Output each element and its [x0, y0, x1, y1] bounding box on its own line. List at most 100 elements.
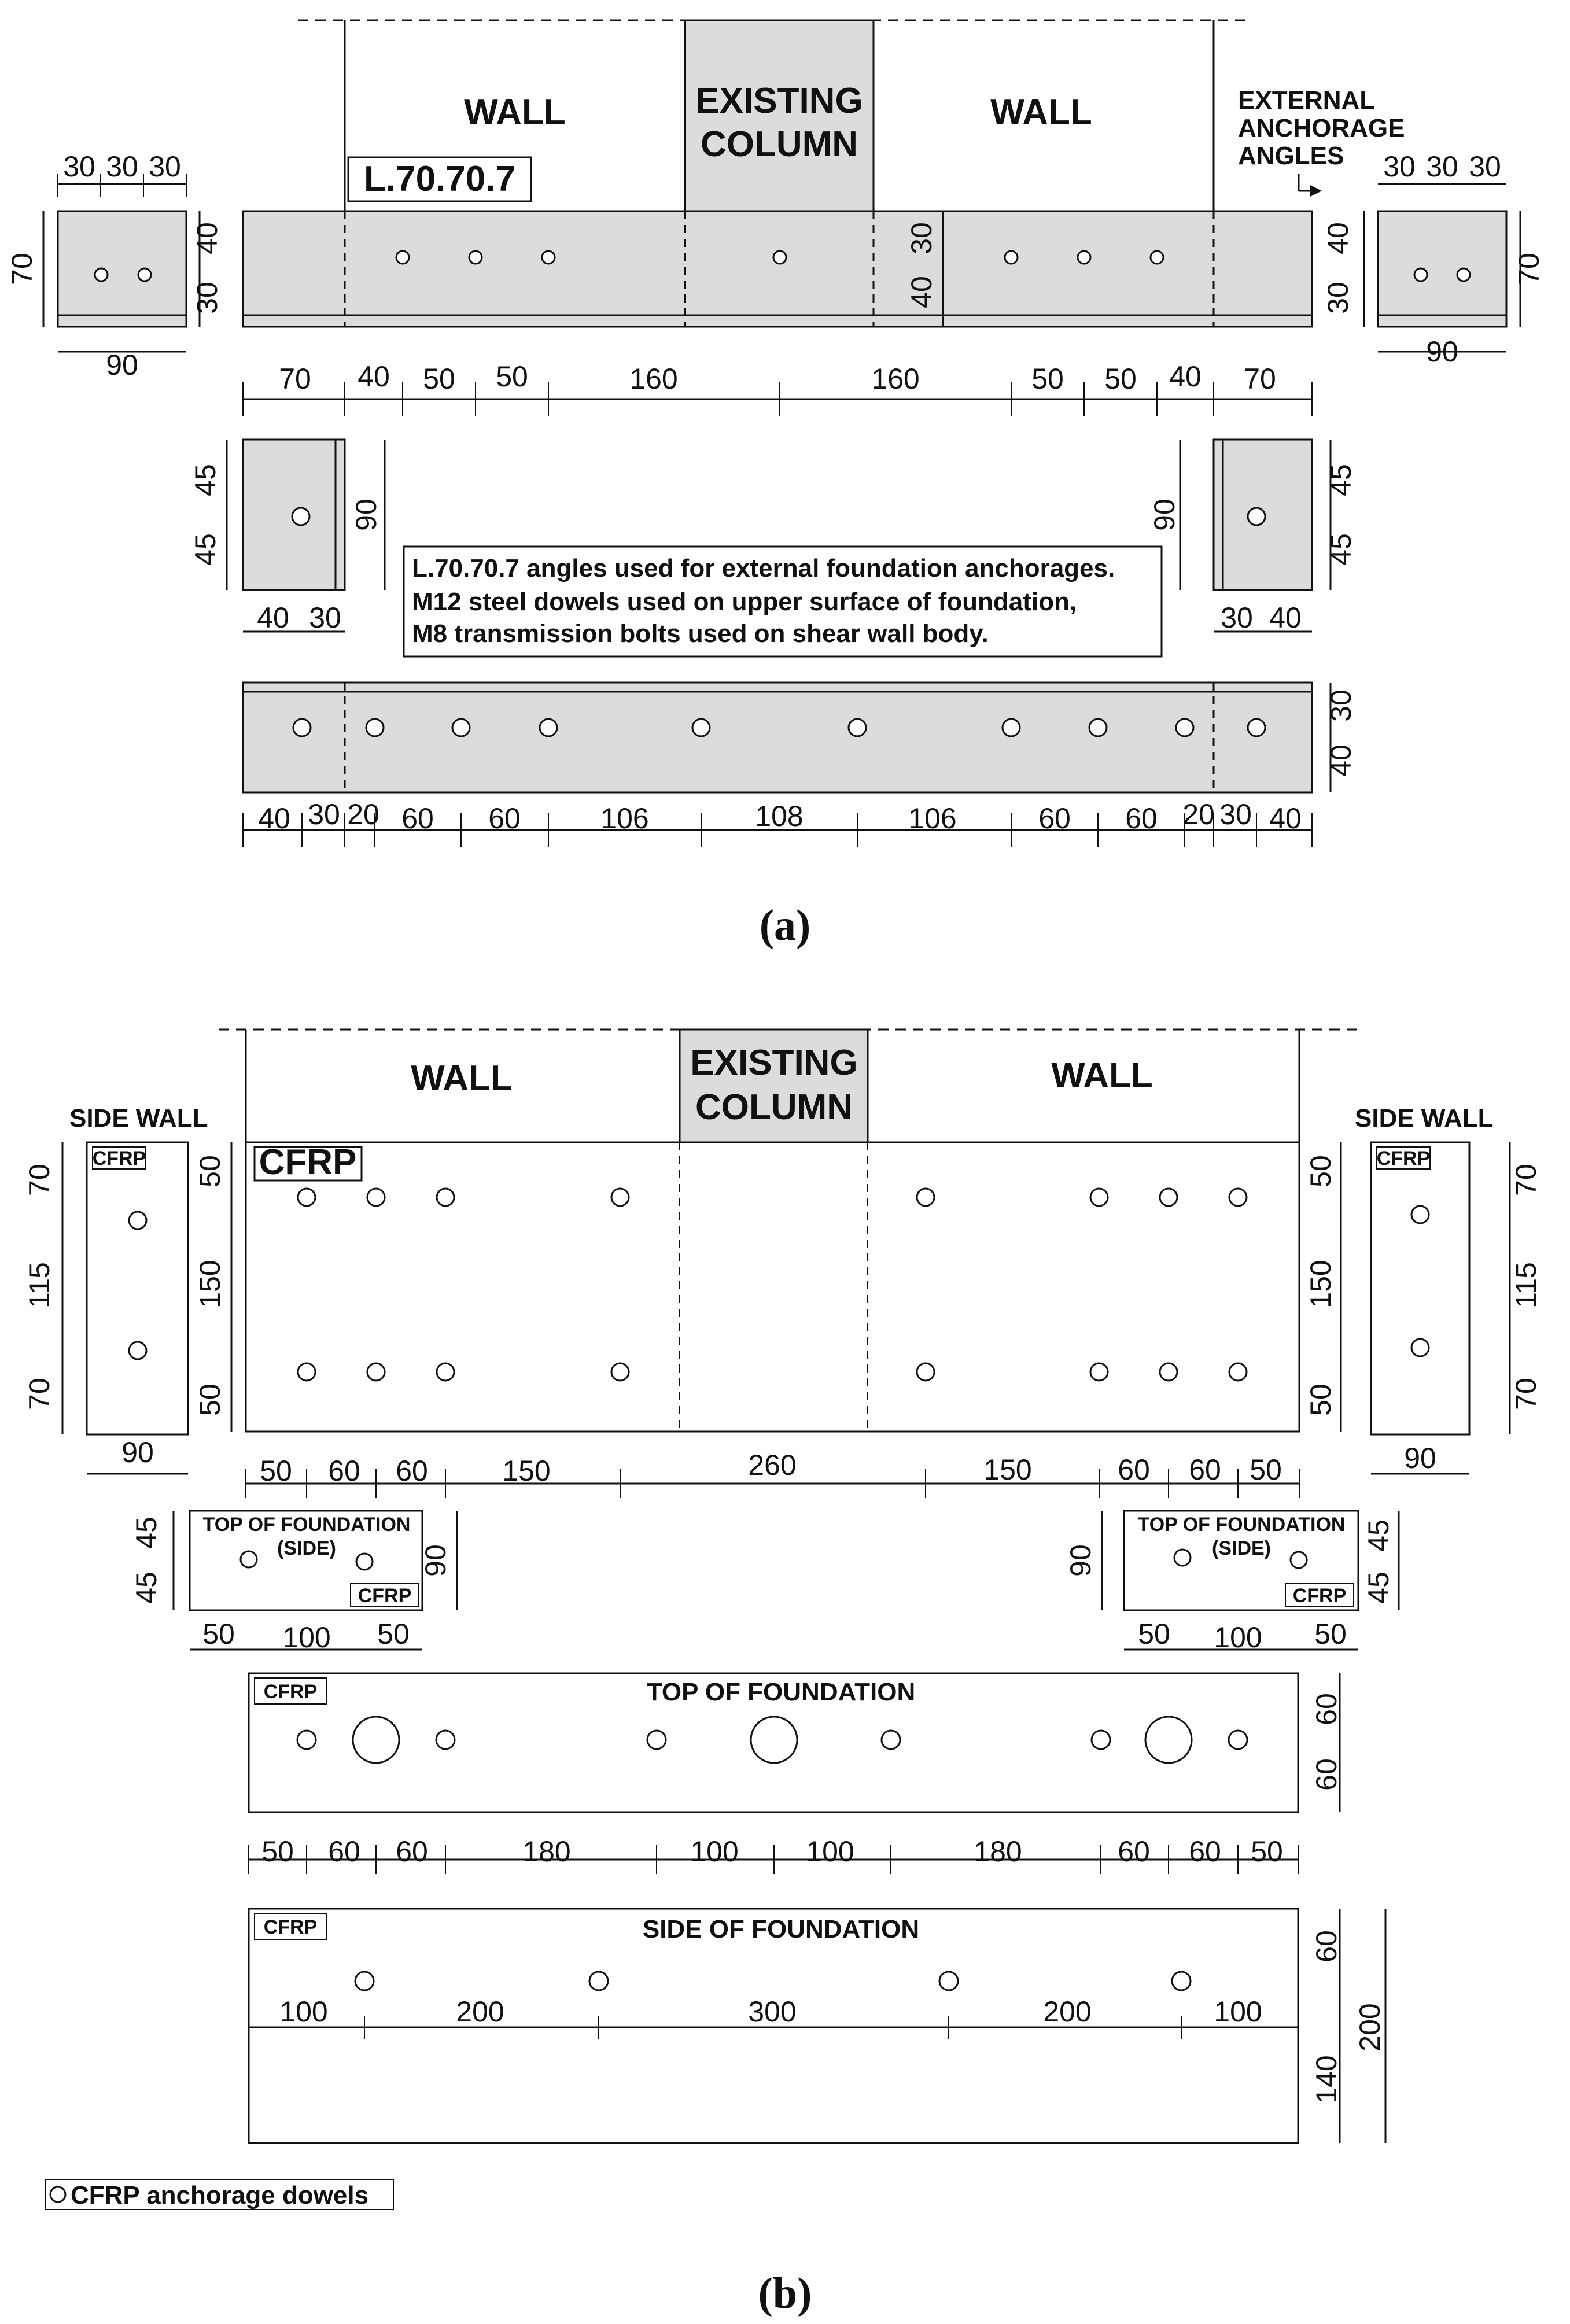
side-wall-right-plate	[1370, 1141, 1471, 1436]
svg-text:40: 40	[1269, 802, 1302, 835]
mid-left-bottom-30: 30	[309, 602, 341, 634]
existing-column-a	[684, 19, 875, 212]
svg-text:200: 200	[1043, 1995, 1091, 2028]
right-box-30: 30	[1322, 282, 1354, 314]
top-side-left-label-2: (SIDE)	[277, 1537, 336, 1559]
svg-text:50: 50	[261, 1835, 294, 1868]
mid-left-45b: 45	[189, 533, 222, 566]
svg-text:60: 60	[1118, 1835, 1150, 1868]
found-top-v-60a: 60	[1310, 1693, 1343, 1725]
mid-right-bottom-40: 40	[1269, 602, 1302, 634]
angle-beam-top	[242, 210, 1313, 328]
found-side-right-h-50b: 50	[1314, 1618, 1347, 1650]
svg-text:60: 60	[1125, 802, 1158, 835]
side-wall-right-title: SIDE WALL	[1355, 1104, 1494, 1133]
wall-right-v-50b: 50	[1304, 1384, 1337, 1416]
svg-text:40: 40	[258, 802, 290, 835]
angle-beam-bottom	[242, 681, 1313, 794]
svg-text:40: 40	[1169, 360, 1202, 393]
beam-mid-30: 30	[905, 222, 938, 254]
cfrp-dowels-wall	[297, 1187, 1248, 1382]
existing-column-label-a-2: COLUMN	[701, 124, 858, 164]
found-side-left-45a: 45	[130, 1517, 163, 1549]
svg-text:60: 60	[328, 1455, 360, 1487]
svg-text:300: 300	[748, 1995, 796, 2028]
top-right-seg-3: 30	[1469, 150, 1501, 183]
found-side-left-h-50b: 50	[377, 1618, 410, 1650]
svg-text:60: 60	[401, 802, 434, 835]
side-wall-left-70b: 70	[23, 1378, 56, 1410]
svg-text:20: 20	[347, 798, 379, 831]
found-side-right-h-50a: 50	[1138, 1618, 1170, 1650]
svg-text:60: 60	[1189, 1835, 1221, 1868]
svg-text:150: 150	[502, 1455, 550, 1487]
external-anchorage-label-3: ANGLES	[1238, 142, 1344, 170]
svg-text:180: 180	[974, 1835, 1022, 1868]
right-box-height: 70	[1513, 253, 1545, 285]
legend-box	[45, 2179, 394, 2210]
mid-right-90: 90	[1148, 499, 1181, 531]
panel-b: WALL EXISTING COLUMN WALL SIDE WALL CFRP…	[23, 1028, 1542, 2318]
side-wall-left-title: SIDE WALL	[69, 1104, 208, 1133]
svg-text:100: 100	[690, 1835, 738, 1868]
svg-text:20: 20	[1182, 798, 1215, 831]
svg-text:60: 60	[328, 1835, 360, 1868]
side-of-foundation-title: SIDE OF FOUNDATION	[643, 1915, 919, 1943]
svg-text:200: 200	[456, 1995, 504, 2028]
svg-text:50: 50	[423, 363, 455, 395]
bottom-beam-30: 30	[1325, 689, 1357, 722]
top-side-right-label-1: TOP OF FOUNDATION	[1138, 1514, 1346, 1536]
note-line-3: M8 transmission bolts used on shear wall…	[412, 619, 989, 648]
existing-column-label-b-2: COLUMN	[695, 1087, 853, 1127]
wall-left-v-50a: 50	[194, 1155, 226, 1187]
top-left-seg-2: 30	[106, 150, 138, 183]
found-side-right-h-100: 100	[1214, 1621, 1262, 1654]
existing-column-b	[679, 1028, 869, 1143]
svg-text:108: 108	[755, 800, 803, 832]
existing-column-label-a-1: EXISTING	[695, 81, 863, 121]
external-anchorage-label-1: EXTERNAL	[1238, 86, 1375, 115]
svg-text:50: 50	[1250, 1454, 1282, 1486]
svg-text:70: 70	[1244, 363, 1276, 395]
cfrp-tag-found-side-right: CFRP	[1293, 1585, 1347, 1607]
top-left-seg-1: 30	[63, 150, 95, 183]
top-right-seg-2: 30	[1426, 150, 1458, 183]
wall-right-label-a: WALL	[990, 93, 1092, 132]
svg-text:50: 50	[1031, 363, 1064, 395]
legend-dowel-icon	[49, 2186, 67, 2203]
found-side-right-45b: 45	[1362, 1572, 1395, 1604]
svg-text:60: 60	[1118, 1454, 1150, 1486]
svg-text:50: 50	[1104, 363, 1137, 395]
wall-right-v-50a: 50	[1304, 1155, 1337, 1187]
svg-text:60: 60	[396, 1455, 428, 1487]
mid-right-45b: 45	[1325, 533, 1357, 566]
note-line-1: L.70.70.7 angles used for external found…	[412, 554, 1115, 582]
svg-text:106: 106	[600, 802, 648, 835]
found-side-right-45a: 45	[1362, 1519, 1395, 1552]
found-side-v-60: 60	[1310, 1930, 1343, 1963]
cfrp-dowels-foundation-side	[354, 1971, 1192, 1991]
side-wall-right-70a: 70	[1510, 1164, 1542, 1196]
svg-text:106: 106	[908, 802, 956, 835]
found-side-v-140: 140	[1310, 2055, 1343, 2103]
angle-box-right	[1377, 210, 1508, 328]
angle-box-left	[57, 210, 187, 328]
found-side-right-90: 90	[1064, 1544, 1097, 1577]
bolt-holes-bottom	[292, 718, 1266, 737]
side-wall-left-90: 90	[121, 1436, 154, 1469]
svg-text:60: 60	[1038, 802, 1071, 835]
cfrp-tag-found-side-left: CFRP	[358, 1585, 412, 1607]
svg-text:160: 160	[629, 363, 677, 395]
right-box-40: 40	[1322, 222, 1354, 254]
svg-text:100: 100	[279, 1995, 327, 2028]
svg-text:30: 30	[1219, 798, 1252, 831]
svg-text:100: 100	[1214, 1995, 1262, 2028]
side-wall-left-115: 115	[23, 1262, 56, 1308]
svg-text:50: 50	[1251, 1835, 1283, 1868]
svg-text:160: 160	[871, 363, 919, 395]
existing-column-label-b-1: EXISTING	[690, 1043, 857, 1083]
dim-row-b3: 100 200 300 200 100	[279, 1995, 1262, 2028]
svg-text:180: 180	[522, 1835, 570, 1868]
wall-left-v-50b: 50	[194, 1384, 226, 1416]
